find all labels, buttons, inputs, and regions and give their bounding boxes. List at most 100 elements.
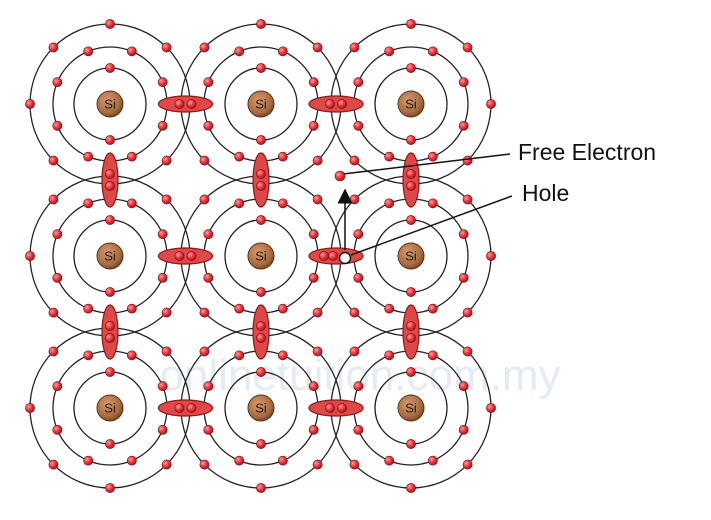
valence-electron <box>199 307 210 318</box>
valence-electron <box>48 346 59 357</box>
nucleus-core <box>397 394 425 422</box>
valence-electron <box>406 19 416 29</box>
valence-electron <box>199 346 210 357</box>
valence-electron <box>25 251 35 261</box>
shell-2-electron <box>277 350 288 361</box>
bond-electron <box>406 169 416 179</box>
nucleus-core <box>247 394 275 422</box>
valence-electron <box>349 194 360 205</box>
shell-2-electron <box>353 229 364 240</box>
covalent-bond <box>308 95 364 113</box>
shell-2-electron <box>384 455 395 466</box>
shell-2-electron <box>384 151 395 162</box>
valence-electron <box>105 483 115 493</box>
shell-2-electron <box>203 424 214 435</box>
shell-1-electron <box>105 215 115 225</box>
valence-electron <box>486 99 496 109</box>
bond-electron <box>337 403 347 413</box>
valence-electron <box>349 459 360 470</box>
shell-1-electron <box>256 367 266 377</box>
valence-electron <box>161 307 172 318</box>
shell-1-electron <box>105 63 115 73</box>
shell-2-electron <box>458 77 469 88</box>
shell-1-electron <box>406 287 416 297</box>
shell-2-electron <box>353 120 364 131</box>
valence-electron <box>349 307 360 318</box>
shell-2-electron <box>384 198 395 209</box>
nucleus-label: Si <box>255 401 267 416</box>
shell-2-electron <box>427 198 438 209</box>
bond-electron <box>406 333 416 343</box>
shell-1-electron <box>105 439 115 449</box>
valence-electron <box>349 155 360 166</box>
nucleus-core <box>96 242 124 270</box>
shell-2-electron <box>157 424 168 435</box>
bond-electron <box>328 251 338 261</box>
shell-2-electron <box>157 77 168 88</box>
valence-electron <box>256 19 266 29</box>
bond-electron <box>256 333 266 343</box>
shell-1-electron <box>105 287 115 297</box>
shell-1-electron <box>406 135 416 145</box>
shell-2-electron <box>203 77 214 88</box>
bond-electron <box>105 169 115 179</box>
bond-electron <box>105 181 115 191</box>
covalent-bond <box>252 152 270 208</box>
shell-2-electron <box>427 151 438 162</box>
valence-electron <box>462 459 473 470</box>
shell-2-electron <box>458 381 469 392</box>
shell-2-electron <box>234 151 245 162</box>
valence-electron <box>312 42 323 53</box>
shell-2-electron <box>157 229 168 240</box>
bond-electron <box>406 181 416 191</box>
shell-2-electron <box>52 272 63 283</box>
shell-2-electron <box>277 151 288 162</box>
valence-electron <box>48 307 59 318</box>
covalent-bond <box>101 304 119 360</box>
bond-shape <box>157 399 214 417</box>
shell-2-electron <box>126 46 137 57</box>
shell-2-electron <box>52 120 63 131</box>
covalent-bond <box>157 95 214 113</box>
bond-shape <box>308 399 364 417</box>
shell-2-electron <box>353 424 364 435</box>
shell-2-electron <box>427 46 438 57</box>
covalent-bond <box>308 399 364 417</box>
bond-shape <box>402 152 420 208</box>
nucleus-core <box>397 242 425 270</box>
valence-electron <box>161 42 172 53</box>
shell-2-electron <box>157 272 168 283</box>
valence-electron <box>48 42 59 53</box>
nucleus-core <box>96 90 124 118</box>
valence-electron <box>199 194 210 205</box>
shell-2-electron <box>427 350 438 361</box>
free-electron-label: Free Electron <box>518 139 657 165</box>
electron-layer <box>25 19 496 493</box>
shell-2-electron <box>52 424 63 435</box>
bond-electron <box>256 181 266 191</box>
covalent-bond <box>402 304 420 360</box>
hole-label: Hole <box>522 180 570 206</box>
nucleus-label: Si <box>255 97 267 112</box>
shell-2-electron <box>308 381 319 392</box>
shell-2-electron <box>157 381 168 392</box>
valence-electron <box>462 42 473 53</box>
valence-electron <box>48 155 59 166</box>
shell-2-electron <box>157 120 168 131</box>
shell-2-electron <box>83 455 94 466</box>
silicon-nucleus: Si <box>96 394 124 422</box>
bond-electron <box>319 251 329 261</box>
bond-electron <box>256 321 266 331</box>
shell-2-electron <box>277 455 288 466</box>
shell-2-electron <box>384 303 395 314</box>
shell-2-electron <box>83 350 94 361</box>
nucleus-label: Si <box>104 401 116 416</box>
shell-1-electron <box>406 215 416 225</box>
valence-electron <box>48 459 59 470</box>
valence-electron <box>462 307 473 318</box>
annotation-layer <box>334 153 513 265</box>
shell-2-electron <box>308 77 319 88</box>
bond-layer <box>101 95 420 417</box>
silicon-nucleus: Si <box>397 394 425 422</box>
shell-2-electron <box>353 272 364 283</box>
